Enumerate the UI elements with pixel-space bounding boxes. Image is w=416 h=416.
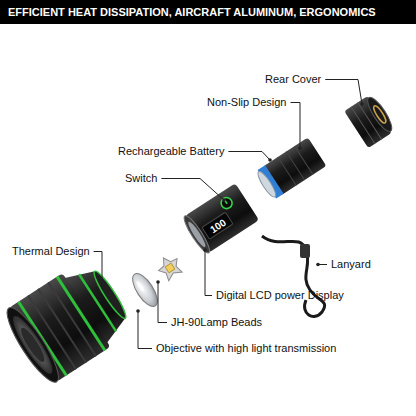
- callout-label: Non-Slip Design: [207, 96, 286, 109]
- lanyard-clip: [300, 244, 310, 258]
- battery: [254, 137, 326, 200]
- leader-dot: [156, 280, 160, 284]
- flashlight-head: [0, 255, 138, 388]
- leader-dot: [268, 158, 272, 162]
- leader-dot: [298, 146, 302, 150]
- leader-dot: [203, 248, 207, 252]
- callout-label: Objective with high light transmission: [156, 342, 336, 355]
- head-inner: [18, 325, 48, 364]
- leader-dot: [136, 309, 140, 313]
- battery-terminal: [255, 170, 278, 200]
- leader-dot: [100, 279, 104, 283]
- callout-label: Lanyard: [331, 258, 371, 271]
- callout-label: Rechargeable Battery: [118, 145, 224, 158]
- leader-line: [94, 252, 102, 282]
- bead-chip: [165, 263, 175, 273]
- lens-glass: [128, 270, 162, 311]
- leader-line: [228, 152, 270, 161]
- banner-title: EFFICIENT HEAT DISSIPATION, AIRCRAFT ALU…: [8, 5, 376, 19]
- cap-spring: [372, 104, 388, 124]
- head-reflector: [8, 312, 58, 378]
- leader-dot: [316, 263, 320, 267]
- green-ring: [56, 276, 106, 351]
- rear-cover: [344, 93, 396, 148]
- callout-label: JH-90Lamp Beads: [171, 316, 262, 329]
- leader-dot: [222, 198, 226, 202]
- lamp-bead: [154, 252, 184, 282]
- flashlight-body: [181, 183, 259, 255]
- leader-line: [290, 103, 300, 149]
- knurl: [278, 157, 297, 186]
- callout-label: Digital LCD power Display: [216, 289, 344, 302]
- lens-highlight: [135, 280, 145, 292]
- knurl: [294, 146, 313, 175]
- grip-ring: [47, 282, 97, 357]
- bead-board: [154, 252, 184, 282]
- callout-label: Rear Cover: [265, 73, 321, 86]
- leader-line: [138, 311, 152, 349]
- head-front: [0, 302, 66, 388]
- callout-label: Switch: [125, 172, 157, 185]
- lanyard-cord: [262, 236, 325, 316]
- objective-lens: [128, 270, 162, 311]
- leader-line: [161, 179, 224, 201]
- head-back: [90, 269, 129, 321]
- callout-label: Thermal Design: [12, 245, 90, 258]
- cap-face: [364, 94, 396, 134]
- lcd-screen: [202, 212, 233, 239]
- knurl: [286, 152, 305, 181]
- leader-line: [325, 80, 362, 105]
- body-thread: [186, 220, 207, 248]
- leader-line: [158, 282, 167, 323]
- leader-dot: [360, 102, 364, 106]
- leader-line: [205, 250, 212, 296]
